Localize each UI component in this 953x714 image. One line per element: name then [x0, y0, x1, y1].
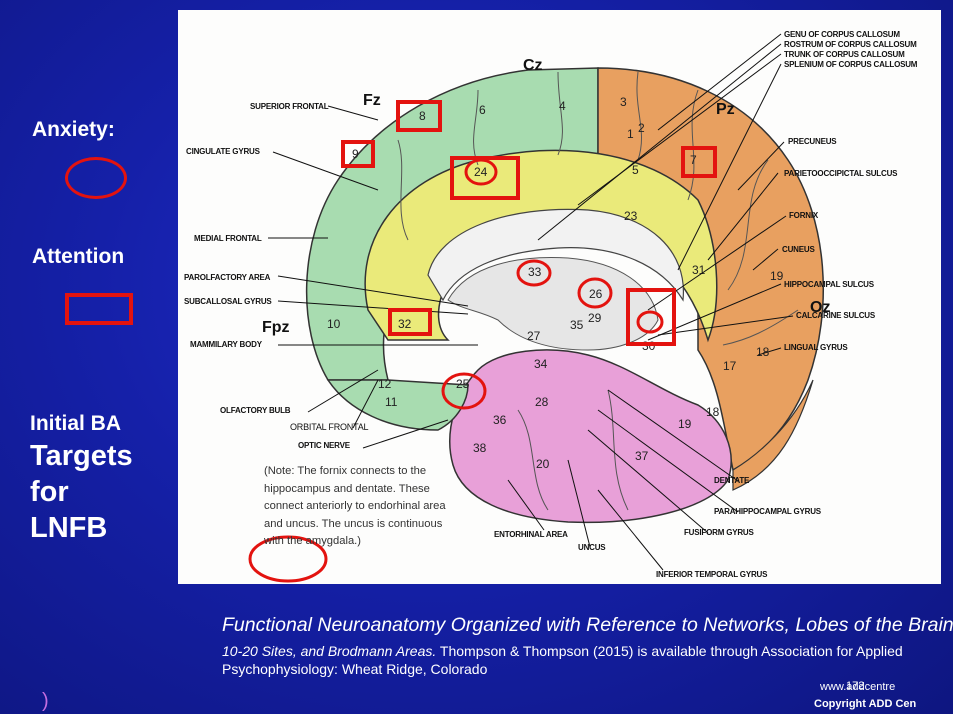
- electrode-cz: Cz: [523, 57, 543, 74]
- ba-34: 34: [534, 357, 548, 371]
- caption-subtitle: 10-20 Sites, and Brodmann Areas.: [222, 643, 436, 659]
- slide-number: 172: [846, 680, 864, 692]
- ba-1: 1: [627, 127, 634, 141]
- ba-23: 23: [624, 209, 638, 223]
- ba-29: 29: [588, 311, 602, 325]
- lnfb-label: LNFB: [30, 512, 107, 545]
- label-optic-nerve: OPTIC NERVE: [298, 441, 351, 450]
- ba-24: 24: [474, 165, 488, 179]
- ba-35: 35: [570, 318, 584, 332]
- ba-7: 7: [690, 153, 697, 167]
- for-label: for: [30, 476, 69, 509]
- ba-17: 17: [723, 359, 737, 373]
- ba-38: 38: [473, 441, 487, 455]
- decorative-paren: ): [42, 690, 49, 713]
- electrode-fpz: Fpz: [262, 319, 290, 336]
- anxiety-label: Anxiety:: [32, 118, 115, 142]
- label-splenium-corpus-callosum: SPLENIUM OF CORPUS CALLOSUM: [784, 60, 918, 69]
- label-superior-frontal: SUPERIOR FRONTAL: [250, 102, 329, 111]
- label-entorhinal-area: ENTORHINAL AREA: [494, 530, 568, 539]
- label-trunk-corpus-callosum: TRUNK OF CORPUS CALLOSUM: [784, 50, 905, 59]
- ba-25: 25: [456, 377, 470, 391]
- attention-legend-rect: [65, 293, 133, 325]
- ba-33: 33: [528, 265, 542, 279]
- label-parolfactory-area: PAROLFACTORY AREA: [184, 273, 271, 282]
- ba-18b: 18: [706, 405, 720, 419]
- targets-label: Targets: [30, 440, 133, 473]
- attention-label: Attention: [32, 245, 124, 269]
- label-mammilary-body: MAMMILARY BODY: [190, 340, 263, 349]
- ba-6: 6: [479, 103, 486, 117]
- label-precuneus: PRECUNEUS: [788, 137, 837, 146]
- label-uncus: UNCUS: [578, 543, 606, 552]
- label-medial-frontal: MEDIAL FRONTAL: [194, 234, 262, 243]
- ba-36: 36: [493, 413, 507, 427]
- ba-8: 8: [419, 109, 426, 123]
- label-fusiform-gyrus: FUSIFORM GYRUS: [684, 528, 755, 537]
- ba-37: 37: [635, 449, 649, 463]
- ba-20: 20: [536, 457, 550, 471]
- ba-4: 4: [559, 99, 566, 113]
- ba-19b: 19: [678, 417, 692, 431]
- label-cingulate-gyrus: CINGULATE GYRUS: [186, 147, 261, 156]
- figure-note: (Note: The fornix connects to the hippoc…: [264, 463, 454, 551]
- label-dentate: DENTATE: [714, 476, 750, 485]
- ba-19a: 19: [770, 269, 784, 283]
- brain-figure-panel: Cz Fz Pz Fpz Oz 8 6 4 3 1 2 9 24 5 7 23 …: [178, 10, 941, 584]
- ba-26: 26: [589, 287, 603, 301]
- label-genu-corpus-callosum: GENU OF CORPUS CALLOSUM: [784, 30, 900, 39]
- caption-location: Psychophysiology: Wheat Ridge, Colorado: [222, 661, 487, 677]
- caption-source: Thompson & Thompson (2015) is available …: [436, 643, 902, 659]
- label-parahippocampal-gyrus: PARAHIPPOCAMPAL GYRUS: [714, 507, 822, 516]
- label-cuneus: CUNEUS: [782, 245, 815, 254]
- ba-27: 27: [527, 329, 541, 343]
- ba-5: 5: [632, 163, 639, 177]
- label-calcarine-sulcus: CALCARINE SULCUS: [796, 311, 876, 320]
- ba-10: 10: [327, 317, 341, 331]
- label-inferior-temporal-gyrus: INFERIOR TEMPORAL GYRUS: [656, 570, 768, 579]
- label-parietooccipital-sulcus: PARIETOOCCIPICTAL SULCUS: [784, 169, 898, 178]
- label-hippocampal-sulcus: HIPPOCAMPAL SULCUS: [784, 280, 875, 289]
- caption-title: Functional Neuroanatomy Organized with R…: [222, 614, 953, 637]
- label-olfactory-bulb: OLFACTORY BULB: [220, 406, 291, 415]
- ba-2: 2: [638, 121, 645, 135]
- label-lingual-gyrus: LINGUAL GYRUS: [784, 343, 848, 352]
- label-orbital-frontal: ORBITAL FRONTAL: [290, 422, 369, 432]
- ba-28: 28: [535, 395, 549, 409]
- ba-11: 11: [385, 395, 398, 409]
- label-subcallosal-gyrus: SUBCALLOSAL GYRUS: [184, 297, 272, 306]
- temporal-lobe-region: [450, 350, 731, 522]
- ba-3: 3: [620, 95, 627, 109]
- label-rostrum-corpus-callosum: ROSTRUM OF CORPUS CALLOSUM: [784, 40, 917, 49]
- initial-ba-label: Initial BA: [30, 412, 121, 436]
- electrode-pz: Pz: [716, 101, 735, 118]
- ba-12: 12: [378, 377, 392, 391]
- electrode-fz: Fz: [363, 92, 381, 109]
- caption-line2: 10-20 Sites, and Brodmann Areas. Thompso…: [222, 643, 937, 659]
- ba-32: 32: [398, 317, 412, 331]
- label-fornix: FORNIX: [789, 211, 819, 220]
- anxiety-legend-oval: [65, 157, 127, 199]
- footer-copyright: Copyright ADD Cen: [814, 698, 916, 710]
- ba-9: 9: [352, 147, 359, 161]
